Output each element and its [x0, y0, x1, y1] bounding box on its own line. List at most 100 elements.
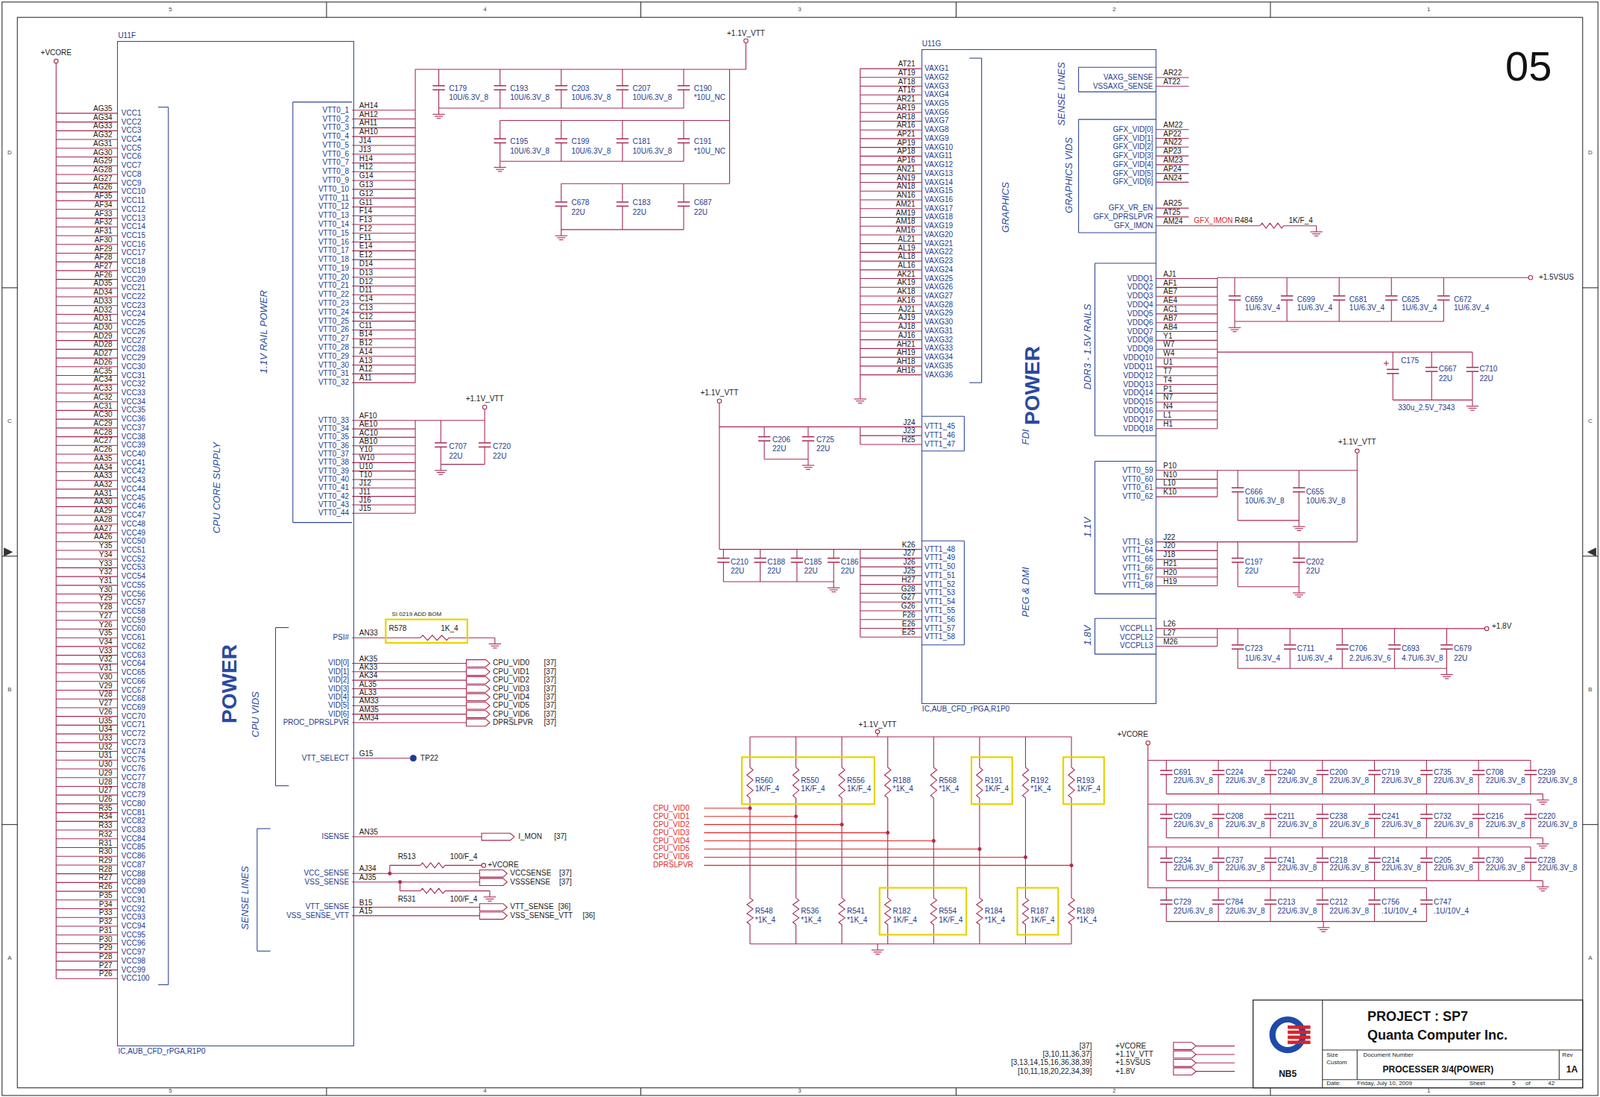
resistor-ref: R560	[755, 776, 774, 785]
page-reference: [37]	[559, 869, 572, 877]
pin-number: B15	[359, 899, 373, 907]
ground-symbol	[1446, 668, 1448, 674]
capacitor-plate	[1264, 769, 1277, 771]
wire	[964, 540, 965, 645]
capacitor-value: 22U/6.3V_8	[1225, 864, 1266, 872]
pin-name: VCC93	[121, 913, 146, 921]
resistor-symbol	[884, 897, 891, 925]
ground-symbol	[1442, 676, 1451, 677]
pin-number: AD34	[93, 288, 113, 296]
capacitor-ref: C737	[1225, 856, 1244, 865]
ground-symbol	[438, 108, 440, 115]
wire	[860, 443, 922, 445]
ground-symbol	[1292, 591, 1305, 593]
page-reference: [36]	[582, 911, 595, 920]
page-reference: [37]	[543, 701, 557, 710]
pin-number: Y26	[99, 621, 113, 629]
pin-number: AJ35	[359, 873, 377, 882]
capacitor-value: 1U/6.3V_4	[1401, 304, 1437, 312]
capacitor-ref: C239	[1538, 768, 1557, 777]
wire	[1237, 470, 1239, 488]
capacitor-plate	[1231, 557, 1244, 560]
pin-name: VCC7	[121, 161, 142, 170]
power-terminal	[1528, 275, 1533, 279]
wire	[723, 580, 834, 582]
page-reference: [37]	[543, 668, 557, 676]
wire	[1217, 541, 1358, 543]
wire	[440, 446, 442, 464]
capacitor-value: 1U/6.3V_4	[1297, 304, 1333, 312]
wire	[759, 562, 761, 582]
port-flag	[465, 685, 490, 693]
pin-name: VCCPLL1	[1119, 624, 1153, 633]
capacitor-plate	[1264, 813, 1277, 815]
capacitor-plate	[1316, 857, 1329, 859]
title-field: Date:	[1326, 1080, 1341, 1087]
wire	[1237, 648, 1239, 669]
pin-number: AG33	[93, 122, 113, 130]
power-net: +1.1V_VTT	[1115, 1050, 1154, 1058]
pin-number: AN18	[896, 182, 916, 191]
pin-number: AH21	[896, 340, 916, 349]
ground-symbol	[855, 400, 865, 402]
wire	[1339, 299, 1340, 322]
wire	[764, 440, 765, 460]
wire	[1078, 67, 1079, 92]
pin-number: R26	[98, 882, 112, 891]
highlight-box	[971, 756, 1013, 804]
capacitor-plate	[616, 201, 629, 203]
pin-name: VCC33	[121, 389, 146, 397]
capacitor-value: 10U/6.3V_8	[571, 147, 611, 156]
pin-name: VTT0_61	[1122, 483, 1153, 492]
pin-number: AC30	[93, 410, 113, 419]
pin-name: VTT0_18	[318, 255, 349, 264]
pin-number: AR21	[896, 95, 916, 103]
ground-symbol	[555, 235, 568, 237]
wire	[1391, 299, 1392, 322]
pin-name: VTT1_67	[1122, 573, 1153, 581]
capacitor-plate	[616, 84, 629, 87]
wire	[1078, 119, 1157, 121]
part-number: IC,AUB_CFD_rPGA,R1P0	[117, 1047, 206, 1055]
capacitor-plate	[1524, 857, 1537, 859]
capacitor-ref: C200	[1329, 768, 1348, 777]
capacitor-value: 22U	[1306, 567, 1320, 575]
wire	[351, 881, 480, 883]
wire	[414, 420, 416, 514]
resistor-value: 1K/F_4	[1030, 916, 1055, 924]
part-number: IC,AUB_CFD_rPGA,R1P0	[922, 705, 1010, 713]
wire	[1478, 803, 1480, 815]
resistor-value: *1K_4	[755, 916, 776, 924]
capacitor-value: 22U/6.3V_8	[1433, 776, 1474, 785]
pin-name: VCC26	[121, 328, 146, 336]
company-logo	[1272, 1019, 1304, 1050]
wire	[1374, 903, 1375, 921]
capacitor-value: 22U/6.3V_8	[1538, 864, 1578, 872]
capacitor-value: 22U	[730, 567, 745, 575]
pin-number: AR25	[1163, 199, 1182, 208]
pin-name: VCC22	[121, 293, 146, 301]
pin-name: VAXG10	[924, 143, 953, 152]
ground-symbol	[873, 951, 883, 953]
capacitor-plate	[1316, 769, 1329, 771]
pin-name: VCC40	[121, 450, 146, 458]
wire	[1321, 903, 1323, 921]
pin-name: VTT1_53	[924, 589, 956, 597]
net-name: CPU_VID0	[653, 804, 690, 812]
pin-number: H14	[359, 155, 373, 163]
capacitor-ref: C728	[1538, 856, 1557, 865]
pin-number: Y35	[99, 542, 113, 550]
pin-number: AG34	[93, 114, 113, 122]
section-label: SENSE LINES	[240, 866, 250, 930]
wire	[978, 736, 980, 768]
capacitor-plate	[1160, 857, 1173, 859]
wire	[933, 797, 935, 841]
pin-number: R32	[98, 830, 112, 839]
pin-number: AH12	[359, 111, 379, 119]
wire	[351, 637, 414, 639]
resistor-value: 1K/F_4	[938, 916, 963, 924]
pin-name: VCC70	[121, 712, 146, 721]
wire	[1269, 759, 1271, 771]
pin-number: T10	[359, 471, 373, 479]
pin-name: VCC92	[121, 905, 146, 913]
